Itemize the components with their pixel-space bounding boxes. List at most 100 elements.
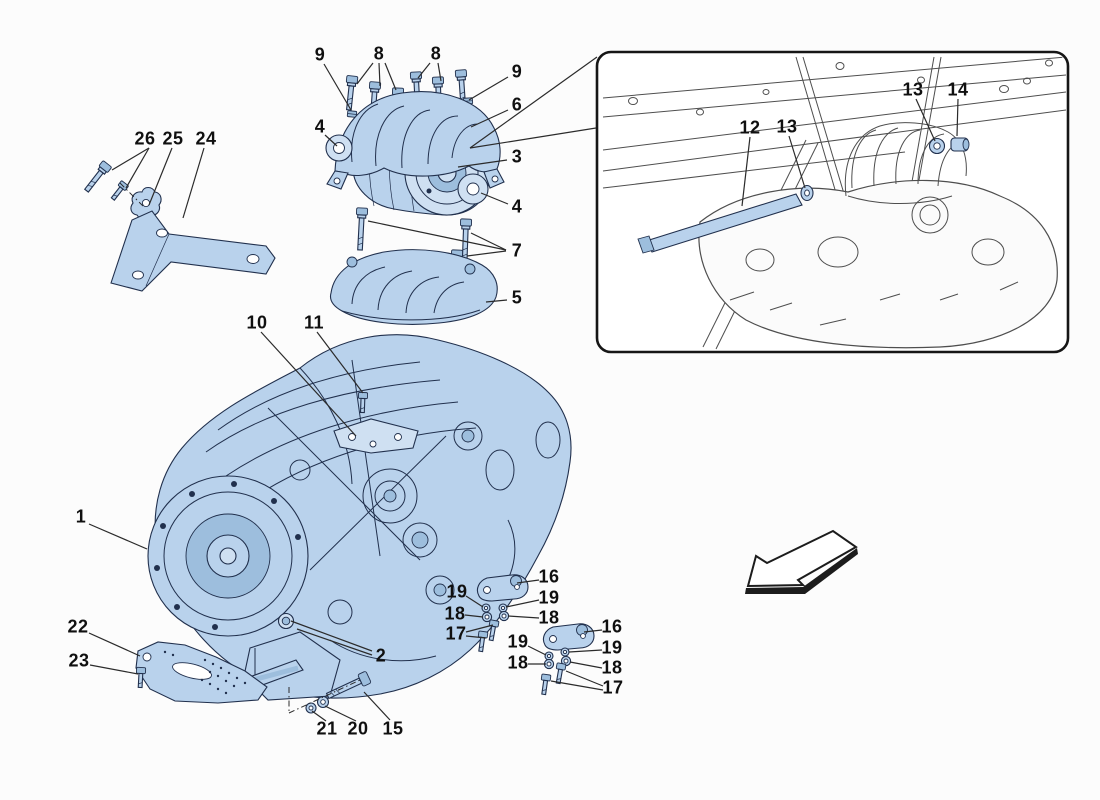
part-callout-24: 24 bbox=[195, 128, 217, 149]
part-callout-9: 9 bbox=[314, 44, 326, 65]
part-callout-26: 26 bbox=[134, 128, 156, 149]
leader-line bbox=[568, 649, 603, 653]
leader-line bbox=[260, 331, 357, 437]
leader-line bbox=[569, 661, 603, 669]
part-callout-9: 9 bbox=[511, 61, 523, 82]
bushing-14 bbox=[950, 137, 970, 152]
leader-line bbox=[148, 147, 173, 206]
part-callout-11: 11 bbox=[303, 312, 325, 333]
part-callout-4: 4 bbox=[314, 116, 326, 137]
part-callout-20: 20 bbox=[347, 718, 369, 739]
leader-line bbox=[88, 523, 148, 550]
mount-cradle-5 bbox=[329, 249, 498, 325]
part-callout-19: 19 bbox=[538, 587, 560, 608]
inset-detail-view bbox=[469, 50, 1070, 354]
leader-line bbox=[324, 705, 357, 722]
part-callout-2: 2 bbox=[375, 645, 387, 666]
part-callout-13: 13 bbox=[776, 116, 798, 137]
leader-line bbox=[583, 629, 603, 633]
leader-line bbox=[296, 628, 373, 656]
part-callout-25: 25 bbox=[162, 128, 184, 149]
leader-line bbox=[550, 680, 604, 691]
bracket-24 bbox=[110, 210, 276, 292]
part-callout-16: 16 bbox=[601, 616, 623, 637]
part-callout-23: 23 bbox=[68, 650, 90, 671]
leader-line bbox=[125, 147, 150, 189]
part-callout-4: 4 bbox=[511, 196, 523, 217]
leader-line bbox=[505, 599, 540, 608]
part-callout-8: 8 bbox=[373, 43, 385, 64]
part-callout-1: 1 bbox=[75, 506, 87, 527]
washer-13-left bbox=[800, 184, 814, 202]
part-callout-18: 18 bbox=[538, 607, 560, 628]
gearbox-mount-assembly bbox=[325, 69, 505, 325]
gearbox-housing bbox=[147, 334, 572, 701]
leader-line bbox=[356, 62, 374, 85]
leader-line bbox=[324, 134, 338, 147]
inset-gearbox-lineart bbox=[698, 122, 1058, 349]
bracket-16a-fasteners bbox=[475, 603, 510, 653]
leader-line bbox=[480, 192, 509, 205]
washer-21 bbox=[305, 702, 317, 714]
leader-line bbox=[741, 136, 751, 207]
part-callout-6: 6 bbox=[511, 94, 523, 115]
leader-line bbox=[466, 250, 507, 257]
support-bracket-assembly bbox=[81, 159, 276, 292]
leader-line bbox=[363, 691, 391, 721]
part-callout-17: 17 bbox=[602, 677, 624, 698]
leader-line bbox=[323, 63, 352, 111]
leader-line bbox=[182, 147, 205, 219]
leader-line bbox=[469, 127, 597, 149]
top-plate-10 bbox=[333, 418, 419, 454]
part-callout-3: 3 bbox=[511, 146, 523, 167]
leader-line bbox=[469, 56, 598, 149]
leader-line bbox=[470, 232, 507, 251]
reaction-rod-12 bbox=[637, 193, 803, 254]
leader-line bbox=[290, 620, 373, 652]
part-callout-15: 15 bbox=[382, 718, 404, 739]
washer-20 bbox=[316, 695, 330, 709]
mount-cover-6 bbox=[326, 91, 505, 190]
part-callout-18: 18 bbox=[507, 652, 529, 673]
part-callout-5: 5 bbox=[511, 287, 523, 308]
leader-line bbox=[88, 632, 141, 657]
leader-line bbox=[367, 220, 507, 251]
leader-line bbox=[470, 109, 509, 128]
leader-line bbox=[311, 710, 327, 722]
leader-line bbox=[468, 76, 509, 101]
part-callout-19: 19 bbox=[446, 581, 468, 602]
washer-4-right bbox=[457, 173, 489, 205]
chassis-bracket-assembly bbox=[135, 641, 372, 714]
bracket-16b-fasteners bbox=[538, 647, 572, 696]
part-callout-18: 18 bbox=[444, 603, 466, 624]
leader-line bbox=[457, 159, 508, 168]
leader-line bbox=[527, 645, 547, 656]
leader-line bbox=[316, 331, 364, 394]
leader-line bbox=[465, 635, 487, 639]
part-callout-17: 17 bbox=[445, 623, 467, 644]
plug-2 bbox=[277, 612, 295, 630]
part-callout-14: 14 bbox=[947, 79, 969, 100]
leader-line bbox=[788, 135, 806, 189]
leader-line bbox=[111, 147, 150, 171]
direction-arrow-icon bbox=[745, 529, 858, 594]
part-callout-16: 16 bbox=[538, 566, 560, 587]
assembly-axis-line bbox=[288, 679, 361, 714]
leader-line bbox=[565, 670, 604, 687]
part-callout-19: 19 bbox=[507, 631, 529, 652]
leader-line bbox=[464, 614, 484, 618]
leader-line bbox=[437, 62, 442, 82]
leader-line bbox=[915, 98, 936, 142]
washer-13-right bbox=[928, 137, 946, 155]
part-callout-13: 13 bbox=[902, 79, 924, 100]
part-callout-7: 7 bbox=[511, 240, 523, 261]
leader-line bbox=[89, 664, 139, 675]
bracket-22-perforations bbox=[163, 650, 247, 695]
part-callout-18: 18 bbox=[601, 657, 623, 678]
leader-line bbox=[507, 615, 540, 619]
part-callout-8: 8 bbox=[430, 43, 442, 64]
part-callout-12: 12 bbox=[739, 117, 761, 138]
